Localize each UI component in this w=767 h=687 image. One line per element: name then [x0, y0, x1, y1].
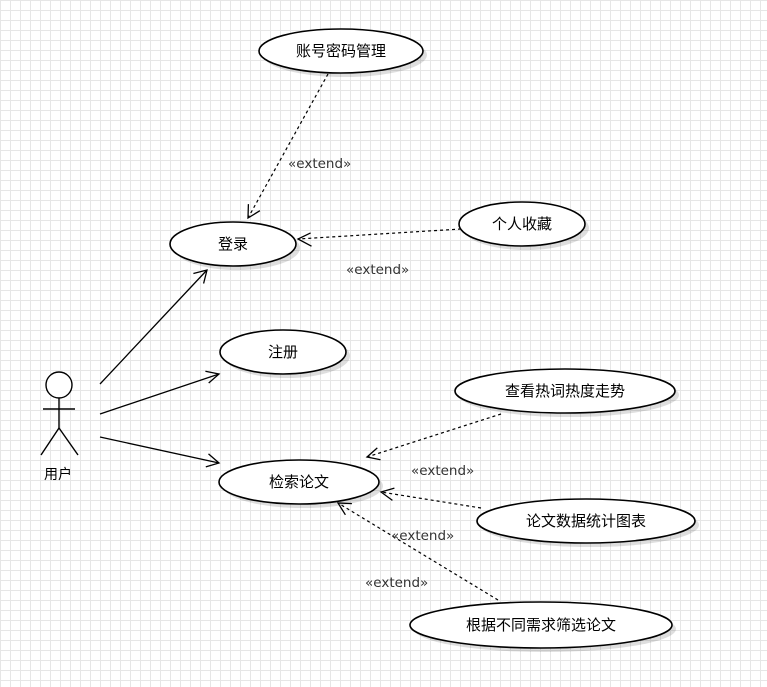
extend-label: «extend» — [346, 262, 409, 278]
actor-head — [45, 371, 73, 399]
use-case-paper-stats-chart[interactable]: 论文数据统计图表 — [476, 498, 699, 547]
association-user-search[interactable] — [99, 436, 220, 464]
association-user-login[interactable] — [99, 269, 208, 385]
use-case-label: 根据不同需求筛选论文 — [466, 616, 616, 634]
use-case-favorites[interactable]: 个人收藏 — [458, 201, 589, 250]
extend-dependency-account-login[interactable] — [247, 73, 329, 219]
extend-label: «extend» — [411, 463, 474, 479]
association-user-register[interactable] — [99, 373, 220, 415]
use-case-register[interactable]: 注册 — [219, 329, 350, 378]
associations — [99, 269, 221, 468]
association-arrowhead — [193, 269, 208, 284]
dependency-arrowhead — [336, 502, 352, 516]
dependency-arrowhead — [296, 232, 312, 247]
use-case-label: 检索论文 — [269, 473, 329, 491]
dependency-arrowhead — [365, 447, 381, 461]
extend-label: «extend» — [288, 156, 351, 172]
stereotype-labels: «extend» «extend» «extend» «extend» «ext… — [288, 156, 474, 591]
use-case-label: 查看热词热度走势 — [505, 382, 625, 400]
extend-dependency-stats-search[interactable] — [380, 491, 482, 509]
use-case-label: 个人收藏 — [492, 215, 552, 233]
extend-label: «extend» — [391, 528, 454, 544]
extend-dependency-favorites-login[interactable] — [297, 228, 462, 240]
association-arrowhead — [205, 370, 221, 384]
actor-left-leg — [40, 427, 60, 456]
extend-label: «extend» — [365, 575, 428, 591]
actor-user[interactable]: 用户 — [40, 371, 79, 483]
use-case-hot-word-trend[interactable]: 查看热词热度走势 — [454, 368, 679, 417]
actor-label: 用户 — [44, 466, 72, 483]
use-case-login[interactable]: 登录 — [169, 221, 300, 270]
dependency-arrowhead — [247, 204, 261, 220]
use-case-label: 登录 — [218, 235, 248, 253]
actor-right-leg — [58, 427, 79, 456]
use-case-label: 注册 — [268, 343, 298, 361]
extend-dependency-filter-search[interactable] — [337, 502, 499, 601]
use-case-account-password[interactable]: 账号密码管理 — [258, 28, 427, 77]
use-case-label: 论文数据统计图表 — [526, 512, 646, 530]
dependency-arrowhead — [379, 487, 395, 501]
extend-dependency-hotword-search[interactable] — [366, 413, 502, 458]
association-arrowhead — [205, 453, 221, 468]
use-case-label: 账号密码管理 — [296, 42, 386, 60]
use-case-filter-papers[interactable]: 根据不同需求筛选论文 — [409, 601, 676, 652]
dependencies — [247, 73, 502, 601]
use-case-search-papers[interactable]: 检索论文 — [218, 459, 383, 508]
